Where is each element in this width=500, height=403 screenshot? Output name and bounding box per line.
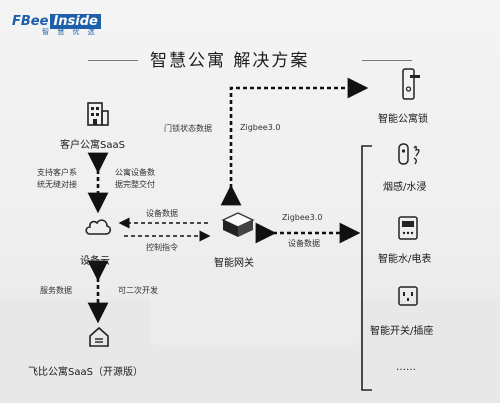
device-bracket [361, 145, 372, 391]
node-switch-socket: 智能开关/插座 [370, 326, 434, 337]
brand-tagline: 智 慧 优 选 [42, 28, 98, 36]
brand-name: FBee [12, 14, 49, 29]
label-deliver-1: 公寓设备数 [115, 168, 155, 177]
door-lock-icon [402, 68, 420, 100]
label-deliver-2: 据完整交付 [115, 180, 155, 189]
meter-icon [398, 216, 418, 240]
title-line-left [88, 60, 138, 61]
title-line-right [362, 60, 412, 61]
building-icon [87, 102, 109, 126]
label-service-data: 服务数据 [40, 286, 72, 295]
page-title: 智慧公寓 解决方案 [150, 51, 310, 71]
label-zigbee-right: Zigbee3.0 [282, 213, 323, 222]
node-lock: 智能公寓锁 [378, 114, 428, 125]
edge-gateway-lock [220, 77, 369, 206]
label-support-2: 统无缝对接 [37, 180, 77, 189]
label-device-data-1: 设备数据 [146, 209, 178, 218]
sofa-shade [150, 285, 360, 345]
label-control-cmd: 控制指令 [146, 243, 178, 252]
house-icon [89, 326, 109, 347]
node-device-cloud: 设备云 [80, 256, 110, 267]
node-meter: 智能水/电表 [378, 254, 432, 265]
cloud-icon [85, 219, 112, 235]
label-lock-status: 门锁状态数据 [164, 124, 212, 133]
label-secondary-dev: 可二次开发 [118, 286, 158, 295]
brand-badge: Inside [50, 14, 101, 29]
smoke-sensor-icon [398, 143, 420, 165]
node-customer-saas: 客户公寓SaaS [60, 140, 125, 151]
node-more: …… [396, 362, 416, 373]
node-open-saas: 飞比公寓SaaS（开源版） [28, 367, 143, 378]
label-zigbee-top: Zigbee3.0 [240, 123, 281, 132]
node-smoke-water: 烟感/水浸 [383, 182, 427, 193]
node-gateway: 智能网关 [214, 258, 254, 269]
socket-icon [398, 286, 418, 306]
gateway-icon [221, 212, 255, 237]
label-support-1: 支持客户系 [37, 168, 77, 177]
label-device-data-2: 设备数据 [288, 239, 320, 248]
